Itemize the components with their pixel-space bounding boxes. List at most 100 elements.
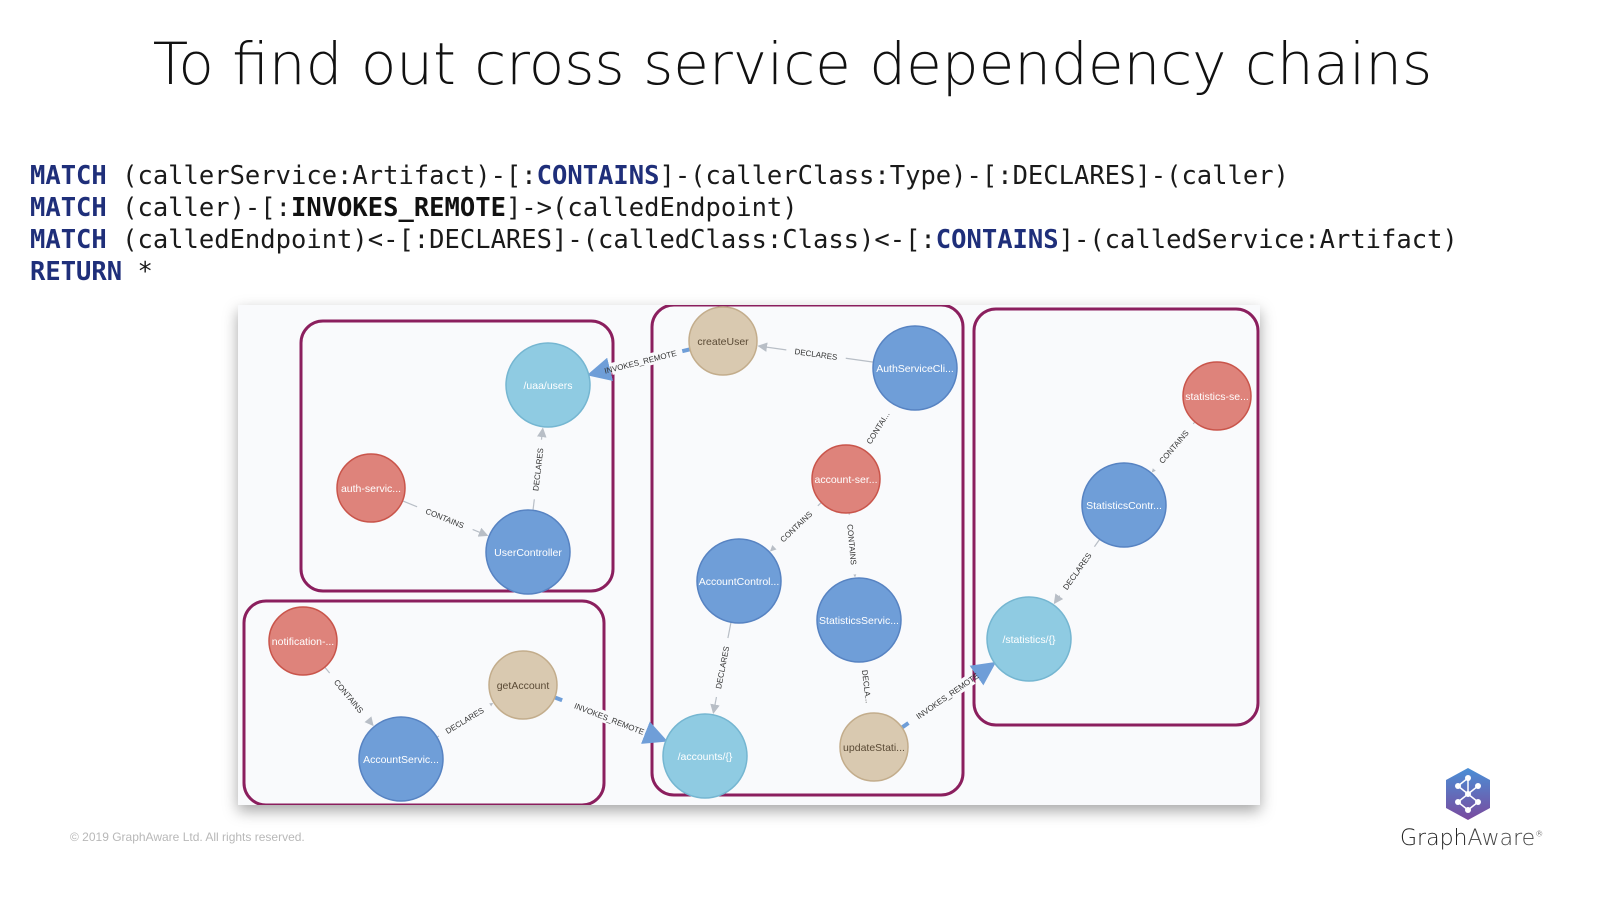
- service-group-account-service-group: [650, 305, 965, 797]
- edge-label-bg: [770, 501, 822, 552]
- node-label: /accounts/{}: [678, 751, 733, 763]
- node-label: /uaa/users: [523, 380, 572, 392]
- node-circle: [485, 509, 571, 595]
- node-label: UserController: [494, 547, 562, 559]
- node-label: StatisticsContr...: [1086, 500, 1162, 512]
- node-label: notification-...: [272, 636, 334, 648]
- node-circle: [488, 650, 558, 720]
- node-circle: [268, 606, 338, 676]
- edge-label: DECLARES: [1061, 551, 1093, 591]
- brand-name-bold: Graph: [1400, 826, 1468, 851]
- edge-label-bg: [325, 669, 373, 724]
- graph-node-class[interactable]: UserController: [485, 509, 571, 595]
- node-circle: [816, 577, 902, 663]
- node-circle: [986, 596, 1072, 682]
- graph-node-class[interactable]: StatisticsContr...: [1081, 462, 1167, 548]
- node-circle: [1182, 361, 1252, 431]
- edge-label-bg: [528, 438, 548, 500]
- graph-canvas: CONTAINS DECLARES INVOKES_REMOTE DECLARES CO…: [242, 305, 1260, 805]
- query-text: (caller)-[:: [106, 193, 291, 223]
- graph-node-endpoint[interactable]: /uaa/users: [505, 342, 591, 428]
- query-relationship: CONTAINS: [536, 161, 660, 191]
- node-label: AccountServic...: [363, 754, 439, 766]
- node-label: getAccount: [497, 680, 550, 692]
- graph-node-method[interactable]: getAccount: [488, 650, 558, 720]
- query-line: MATCH (calledEndpoint)<-[:DECLARES]-(cal…: [30, 224, 1458, 256]
- node-circle: [811, 444, 881, 514]
- node-circle: [688, 306, 758, 376]
- edge-label-bg: [579, 702, 640, 736]
- query-keyword: RETURN: [30, 257, 123, 287]
- graph-node-method[interactable]: updateStati...: [839, 712, 909, 782]
- edge-label: CONTAINS: [779, 510, 815, 545]
- node-label: /statistics/{}: [1002, 634, 1056, 646]
- edge-label: CONTAI...: [865, 410, 892, 446]
- edge-label-bg: [1149, 419, 1198, 474]
- query-text: ]-(calledService:Artifact): [1058, 225, 1458, 255]
- graph-node-class[interactable]: AuthServiceCli...: [872, 325, 958, 411]
- edge-invokesremote: [900, 661, 997, 730]
- node-label: auth-servic...: [341, 483, 401, 495]
- graphaware-logo-icon: [1446, 768, 1490, 820]
- edge-label-bg: [414, 501, 475, 535]
- node-circle: [336, 453, 406, 523]
- edge-label-bg: [857, 655, 877, 717]
- edge-label: INVOKES_REMOTE: [915, 671, 981, 721]
- graph-node-artifact[interactable]: statistics-se...: [1182, 361, 1252, 431]
- graph-visualization: CONTAINS DECLARES INVOKES_REMOTE DECLARES CO…: [238, 305, 1260, 805]
- node-circle: [696, 538, 782, 624]
- query-line: MATCH (callerService:Artifact)-[:CONTAIN…: [30, 160, 1458, 192]
- query-text: (calledEndpoint)<-[:DECLARES]-(calledCla…: [106, 225, 936, 255]
- edge-label-bg: [843, 514, 861, 575]
- node-label: createUser: [697, 336, 749, 348]
- service-group-notification-service-group: [242, 599, 606, 805]
- edge-label-bg: [919, 673, 976, 718]
- edge-label: DECLARES: [444, 706, 486, 736]
- edge-label-bg: [435, 699, 494, 742]
- node-label: updateStati...: [843, 742, 905, 754]
- graph-node-endpoint[interactable]: /accounts/{}: [662, 713, 748, 799]
- graph-node-artifact[interactable]: notification-...: [268, 606, 338, 676]
- query-line: MATCH (caller)-[:INVOKES_REMOTE]->(calle…: [30, 192, 1458, 224]
- edge-label-bg: [710, 636, 734, 699]
- edge-label: CONTAINS: [332, 678, 365, 715]
- graph-node-class[interactable]: StatisticsServic...: [816, 577, 902, 663]
- query-text: (callerService:Artifact)-[:: [106, 161, 537, 191]
- edge-invokesremote: [553, 695, 668, 744]
- node-circle: [1081, 462, 1167, 548]
- brand-name-light: Aware: [1467, 826, 1536, 851]
- edge-invokesremote: [586, 347, 691, 382]
- node-label: AccountControl...: [699, 576, 780, 588]
- node-circle: [662, 713, 748, 799]
- node-label: StatisticsServic...: [819, 615, 899, 627]
- cypher-query: MATCH (callerService:Artifact)-[:CONTAIN…: [30, 160, 1458, 288]
- node-circle: [872, 325, 958, 411]
- query-keyword: MATCH: [30, 225, 107, 255]
- graph-node-method[interactable]: createUser: [688, 306, 758, 376]
- query-line: RETURN *: [30, 256, 1458, 288]
- node-circle: [505, 342, 591, 428]
- graphaware-wordmark: GraphAware®: [1400, 826, 1543, 851]
- graph-node-class[interactable]: AccountServic...: [358, 716, 444, 802]
- graph-node-endpoint[interactable]: /statistics/{}: [986, 596, 1072, 682]
- query-keyword: MATCH: [30, 161, 107, 191]
- query-relationship: INVOKES_REMOTE: [291, 193, 506, 223]
- edge-label: INVOKES_REMOTE: [573, 701, 645, 736]
- graph-node-artifact[interactable]: account-ser...: [811, 444, 881, 514]
- copyright-footer: © 2019 GraphAware Ltd. All rights reserv…: [70, 830, 305, 844]
- query-keyword: MATCH: [30, 193, 107, 223]
- service-group-auth-service-group: [299, 319, 615, 593]
- query-text: *: [122, 257, 153, 287]
- edge-label-bg: [609, 348, 671, 375]
- edge-label: CONTAINS: [1157, 429, 1190, 466]
- service-group-statistics-service-group: [972, 307, 1260, 727]
- graph-node-class[interactable]: AccountControl...: [696, 538, 782, 624]
- node-circle: [839, 712, 909, 782]
- edge-label: DECLA...: [860, 669, 873, 703]
- node-label: statistics-se...: [1185, 391, 1249, 403]
- node-label: account-ser...: [814, 474, 877, 486]
- graph-node-artifact[interactable]: auth-servic...: [336, 453, 406, 523]
- edge-label-bg: [856, 399, 899, 457]
- edge-label-bg: [1054, 543, 1100, 600]
- query-relationship: CONTAINS: [935, 225, 1059, 255]
